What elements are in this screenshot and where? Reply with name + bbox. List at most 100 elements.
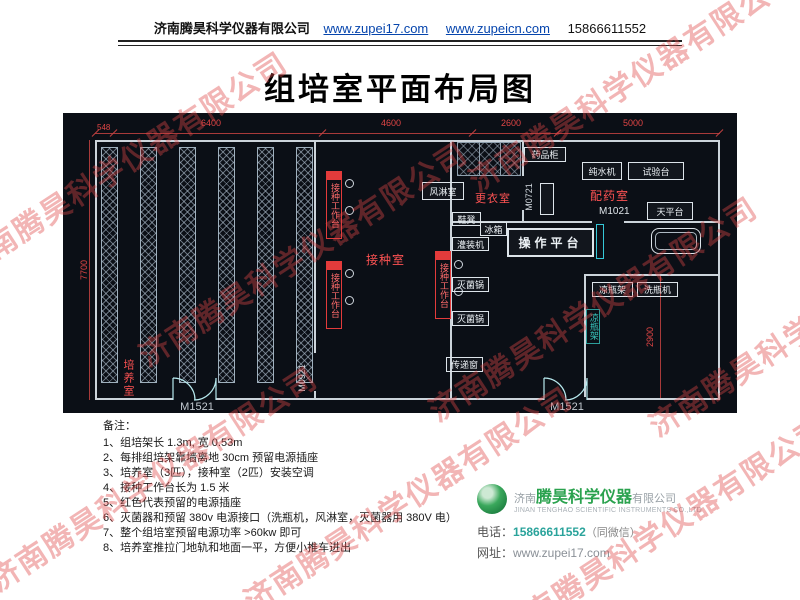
room-label-inoculation: 接种室	[366, 253, 406, 267]
wall-segment	[584, 274, 586, 400]
cooling-rack-label: 凉瓶架	[598, 285, 626, 295]
company-logo-icon	[477, 483, 507, 514]
header-rule-bottom	[118, 45, 682, 46]
header-link-zupeicn[interactable]: www.zupeicn.com	[445, 21, 550, 36]
floorplan-canvas: 548 6400 4600 2600 5000 7700 2900	[63, 113, 737, 413]
door-arc-right	[543, 377, 588, 401]
wall-segment	[624, 221, 720, 223]
dim-6400: 6400	[201, 118, 222, 128]
header-company: 济南腾昊科学仪器有限公司	[153, 21, 310, 36]
medicine-cabinet-box: 药品柜	[524, 147, 566, 162]
shoe-bench-label: 鞋凳	[457, 214, 476, 225]
door-arcs	[172, 377, 588, 402]
dispensing-door	[596, 224, 604, 259]
cooling-rack-box: 凉瓶架	[592, 282, 633, 297]
power-outlet-marker	[326, 261, 342, 270]
outer-wall	[95, 140, 720, 400]
medicine-cabinet-label: 药品柜	[531, 150, 559, 160]
logo-row: 济南腾昊科学仪器有限公司 JINAN TENGHAO SCIENTIFIC IN…	[477, 483, 757, 514]
sink-basin	[655, 232, 697, 250]
filling-machine-box: 灌装机	[452, 237, 489, 251]
culture-rack	[257, 147, 274, 383]
note-line: 2、每排组培架靠墙离地 30cm 预留电源插座	[103, 452, 319, 464]
test-bench-label: 试验台	[642, 166, 670, 177]
shelving-divider	[500, 143, 501, 175]
header-link-zupei17[interactable]: www.zupei17.com	[323, 21, 429, 36]
transfer-window-box: 传递窗	[446, 357, 483, 372]
footer-brand: 济南腾昊科学仪器有限公司 JINAN TENGHAO SCIENTIFIC IN…	[477, 483, 757, 561]
note-line: 6、灭菌器和预留 380v 电源接口（洗瓶机，风淋室，灭菌器用 380V 电）	[103, 512, 457, 524]
stool	[454, 260, 463, 269]
room-label-changing: 更衣室	[475, 193, 511, 205]
wall-segment	[314, 391, 316, 400]
note-line: 4、接种工作台长为 1.5 米	[103, 482, 230, 494]
sterilizer-box: 灭菌锅	[452, 311, 489, 326]
test-bench-box: 试验台	[628, 162, 684, 180]
fridge-label: 冰箱	[484, 224, 503, 235]
note-line: 1、组培架长 1.3m, 宽 0.53m	[103, 437, 243, 449]
note-line: 3、培养室（3匹），接种室（2匹）安装空调	[103, 467, 314, 479]
culture-rack	[296, 147, 313, 383]
sterilizer-label: 灭菌锅	[456, 280, 484, 290]
door-label-m1021: M1021	[599, 206, 630, 217]
pure-water-machine-box: 纯水机	[582, 162, 622, 180]
bottle-washer-label: 洗瓶机	[643, 285, 671, 295]
door-label-m1521-right: M1521	[550, 401, 584, 413]
workbench-label: 接种工作台	[329, 273, 340, 318]
wall-segment	[314, 140, 316, 353]
workbench-label: 接种工作台	[438, 263, 449, 308]
wall-segment	[522, 210, 524, 223]
culture-rack	[218, 147, 235, 383]
stool	[345, 206, 354, 215]
balance-platform-box: 天平台	[647, 202, 693, 220]
dimension-line-left	[89, 140, 90, 400]
inoculation-workbench: 接种工作台	[326, 171, 342, 239]
logo-suffix: 有限公司	[632, 493, 677, 505]
phone-label: 电话：	[477, 525, 514, 539]
pure-water-machine-label: 纯水机	[588, 166, 616, 177]
dim-4600: 4600	[381, 118, 402, 128]
filling-machine-label: 灌装机	[456, 239, 484, 250]
air-shower-label: 风淋室	[429, 186, 457, 197]
dim-548: 548	[97, 123, 111, 132]
dim-5000: 5000	[623, 118, 644, 128]
balance-platform-label: 天平台	[656, 206, 684, 217]
header: 济南腾昊科学仪器有限公司 www.zupei17.com www.zupeicn…	[0, 18, 800, 37]
culture-rack	[179, 147, 196, 383]
workbench-label: 接种工作台	[329, 183, 340, 228]
wall-segment	[450, 140, 452, 398]
footer-site-line: 网址：www.zupei17.com	[477, 544, 757, 561]
logo-text: 济南腾昊科学仪器有限公司 JINAN TENGHAO SCIENTIFIC IN…	[514, 483, 702, 514]
room-label-culture: 培养室	[122, 359, 134, 398]
wall-segment	[584, 274, 720, 276]
wall-segment	[522, 140, 524, 176]
stool	[345, 269, 354, 278]
power-outlet-marker	[435, 251, 451, 260]
cabinet-box	[540, 183, 554, 215]
note-line: 7、整个组培室预留电源功率 >60kw 即可	[103, 527, 302, 539]
notes-title: 备注：	[103, 420, 136, 432]
inoculation-workbench: 接种工作台	[326, 261, 342, 329]
stool	[345, 179, 354, 188]
sink	[651, 228, 701, 254]
fridge-box: 冰箱	[480, 222, 507, 236]
door-arc-left	[172, 377, 217, 401]
door-label-m1521-left: M1521	[180, 401, 214, 413]
cooling-rack-vertical-label: 凉瓶架	[586, 309, 600, 344]
dim-2600: 2600	[501, 118, 522, 128]
logo-company-name: 济南腾昊科学仪器有限公司	[514, 483, 702, 507]
culture-rack	[140, 147, 157, 383]
footer-phone-line: 电话：15866611552（同微信）	[477, 523, 757, 540]
operation-platform-box: 操作平台	[507, 228, 594, 257]
note-line: 8、培养室推拉门地轨和地面一平，方便小推车进出	[103, 542, 352, 554]
culture-rack	[101, 147, 118, 383]
dimension-line-top	[95, 133, 720, 134]
shoe-bench-box: 鞋凳	[452, 212, 481, 226]
header-phone: 15866611552	[567, 21, 647, 36]
page-title: 组培室平面布局图	[264, 72, 536, 107]
logo-english-name: JINAN TENGHAO SCIENTIFIC INSTRUMENTS CO.…	[514, 507, 702, 514]
site-url[interactable]: www.zupei17.com	[513, 546, 610, 560]
transfer-window-label: 传递窗	[450, 360, 478, 370]
bottle-washer-box: 洗瓶机	[637, 282, 678, 297]
